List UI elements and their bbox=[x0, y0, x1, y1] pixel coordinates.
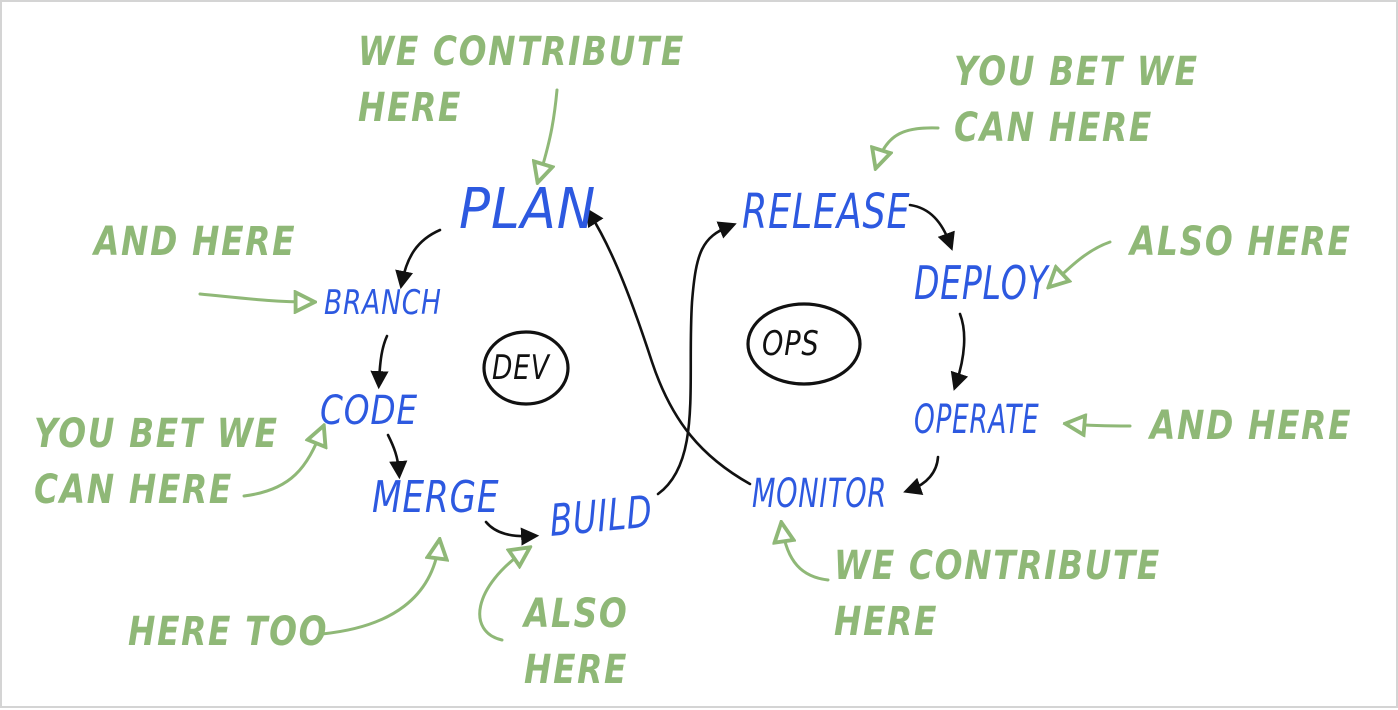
stage-branch: BRANCH bbox=[324, 283, 442, 323]
note-monitor: WE CONTRIBUTE HERE bbox=[834, 538, 1161, 650]
note-arrow-branch bbox=[198, 294, 310, 302]
note-merge: HERE TOO bbox=[128, 604, 328, 660]
arrow-release-to-deploy bbox=[908, 203, 955, 251]
note-release: YOU BET WE CAN HERE bbox=[954, 44, 1199, 156]
arrow-deploy-to-operate bbox=[950, 312, 969, 391]
note-release-line-2: CAN HERE bbox=[954, 105, 1153, 151]
arrow-build-to-release bbox=[656, 221, 737, 496]
dev-loop-label: DEV bbox=[492, 348, 550, 388]
note-deploy-line-1: ALSO HERE bbox=[1130, 219, 1352, 265]
note-arrow-code bbox=[242, 430, 322, 498]
note-branch-line-1: AND HERE bbox=[94, 219, 297, 265]
note-arrow-monitor bbox=[782, 527, 830, 582]
arrow-plan-to-branch bbox=[395, 228, 442, 290]
note-build-line-1: ALSO bbox=[524, 591, 629, 637]
stage-release: RELEASE bbox=[742, 184, 911, 240]
arrow-code-to-merge bbox=[386, 433, 408, 480]
note-plan: WE CONTRIBUTE HERE bbox=[358, 24, 685, 136]
note-merge-line-1: HERE TOO bbox=[128, 609, 329, 655]
note-monitor-line-1: WE CONTRIBUTE bbox=[834, 543, 1161, 589]
note-arrow-operate bbox=[1070, 424, 1132, 426]
note-branch: AND HERE bbox=[94, 214, 296, 270]
stage-plan: PLAN bbox=[459, 177, 597, 242]
note-arrow-deploy bbox=[1052, 240, 1112, 284]
note-code-line-2: CAN HERE bbox=[34, 467, 233, 513]
arrow-merge-to-build bbox=[484, 520, 540, 546]
note-build: ALSO HERE bbox=[524, 586, 628, 698]
note-build-line-2: HERE bbox=[524, 647, 629, 693]
arrow-operate-to-monitor bbox=[903, 455, 940, 495]
ops-loop-label: OPS bbox=[762, 324, 820, 364]
stage-deploy: DEPLOY bbox=[914, 256, 1049, 310]
note-arrow-plan bbox=[539, 88, 559, 178]
note-code-line-1: YOU BET WE bbox=[34, 411, 279, 457]
stage-merge: MERGE bbox=[372, 472, 500, 523]
note-operate: AND HERE bbox=[1150, 398, 1352, 454]
note-arrow-merge bbox=[320, 544, 439, 636]
note-operate-line-1: AND HERE bbox=[1150, 403, 1353, 449]
dev-loop-circle bbox=[482, 330, 570, 406]
note-release-line-1: YOU BET WE bbox=[954, 49, 1199, 95]
arrow-monitor-to-plan bbox=[586, 207, 752, 486]
note-arrow-build bbox=[478, 550, 526, 642]
stage-monitor: MONITOR bbox=[752, 471, 887, 517]
note-plan-line-1: WE CONTRIBUTE bbox=[358, 29, 685, 75]
note-deploy: ALSO HERE bbox=[1130, 214, 1351, 270]
ops-loop-circle bbox=[746, 302, 862, 386]
stage-build: BUILD bbox=[548, 486, 654, 547]
note-code: YOU BET WE CAN HERE bbox=[34, 406, 279, 518]
note-arrow-release bbox=[877, 126, 940, 164]
stage-code: CODE bbox=[320, 388, 418, 434]
note-monitor-line-2: HERE bbox=[834, 599, 939, 645]
note-plan-line-2: HERE bbox=[358, 85, 463, 131]
arrow-branch-to-code bbox=[370, 334, 389, 390]
stage-operate: OPERATE bbox=[914, 397, 1040, 443]
